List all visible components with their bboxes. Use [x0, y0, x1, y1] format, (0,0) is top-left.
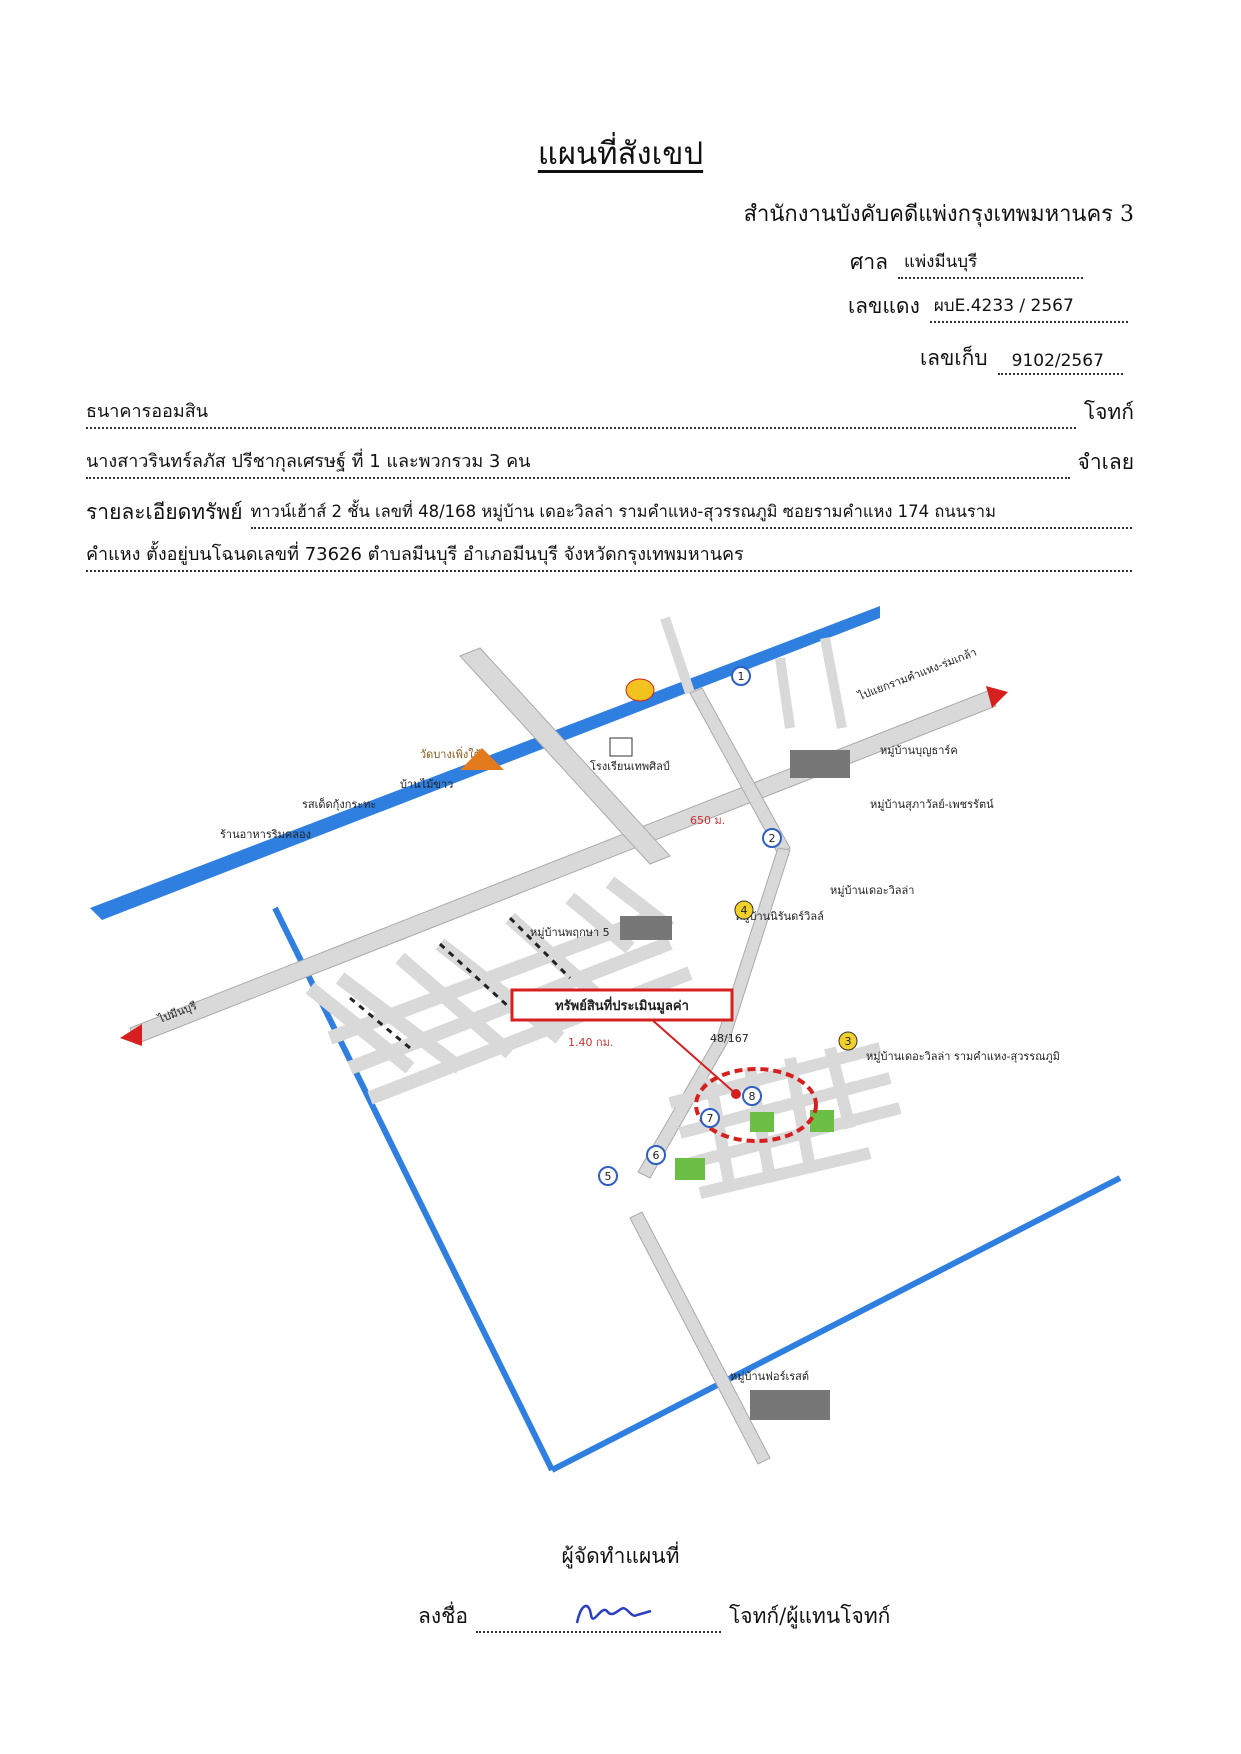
signature-row: ลงชื่อ โจทก์/ผู้แทนโจทก์ [418, 1600, 890, 1633]
property-line-1: ทาวน์เฮ้าส์ 2 ชั้น เลขที่ 48/168 หมู่บ้า… [250, 502, 996, 521]
property-label: ทรัพย์สินที่ประเมินมูลค่า [555, 996, 689, 1014]
property-label-box [510, 988, 734, 1022]
court-row: ศาล แพ่งมีนบุรี [850, 246, 1083, 279]
svg-text:7: 7 [707, 1112, 714, 1125]
document-title: แผนที่สังเขป [537, 136, 704, 172]
property-circle [694, 1067, 818, 1143]
property-line-2: คำแหง ตั้งอยู่บนโฉนดเลขที่ 73626 ตำบลมีน… [86, 544, 744, 565]
arrow-left [120, 1024, 142, 1046]
svg-text:1: 1 [738, 670, 745, 683]
side-road-top [459, 647, 671, 865]
court-label: ศาล [850, 250, 888, 274]
plaintiff-value: ธนาคารออมสิน [86, 401, 208, 422]
storage-field: 9102/2567 [997, 347, 1123, 375]
red-case-value: ผบE.4233 / 2567 [933, 296, 1074, 316]
marker-1: 1 [731, 666, 751, 686]
park-1 [750, 1112, 774, 1132]
school-icon [609, 737, 633, 757]
to-airport-label: ไปแยกรามคำแหง-ร่มเกล้า [855, 646, 978, 704]
map-maker-label: ผู้จัดทำแผนที่ [561, 1544, 680, 1568]
signature-mark [575, 1604, 652, 1624]
unit-label: 48/167 [710, 1032, 749, 1045]
property-field-1: ทาวน์เฮ้าส์ 2 ชั้น เลขที่ 48/168 หมู่บ้า… [250, 501, 1132, 529]
village-4-label: หมู่บ้านเดอะวิลล่า [830, 884, 914, 897]
plaintiff-field: ธนาคารออมสิน [86, 401, 1076, 429]
village-7-icon [750, 1390, 830, 1420]
soi-grid-dash [349, 916, 572, 1050]
red-case-field: ผบE.4233 / 2567 [929, 295, 1128, 323]
soi-174-end [637, 1033, 731, 1179]
property-field-2: คำแหง ตั้งอยู่บนโฉนดเลขที่ 73626 ตำบลมีน… [86, 544, 1132, 572]
property-pointer [649, 1017, 737, 1095]
defendant-row: นางสาวรินทร์ลภัส ปรีชากุลเศรษฐ์ ที่ 1 แล… [86, 446, 1134, 479]
village-1-label: หมู่บ้านบุญธาร์ค [880, 744, 958, 757]
court-field: แพ่งมีนบุรี [898, 251, 1083, 279]
temple-label: วัดบางเพิ่งใต้ [420, 746, 481, 761]
signature-field [476, 1603, 721, 1633]
village-5-label: หมู่บ้านนิรันดร์วิลล์ [735, 910, 824, 923]
storage-row: เลขเก็บ 9102/2567 [920, 342, 1123, 375]
village-3-label: หมู่บ้านพฤกษา 5 [530, 926, 610, 939]
marker-8: 8 [742, 1086, 762, 1106]
marker-3: 3 [838, 1031, 858, 1051]
village-3-icon [620, 916, 672, 940]
park-2 [810, 1110, 834, 1132]
defendant-role: จำเลย [1077, 450, 1134, 474]
south-road [629, 1211, 771, 1465]
red-case-label: เลขแดง [848, 294, 920, 318]
court-value: แพ่งมีนบุรี [904, 252, 978, 272]
village-2-label: หมู่บ้านสุภาวัลย์-เพชรรัตน์ [870, 798, 994, 811]
village-6-label: หมู่บ้านเดอะวิลล่า รามคำแหง-สุวรรณภูมิ [866, 1050, 1060, 1063]
svg-text:5: 5 [605, 1170, 612, 1183]
storage-label: เลขเก็บ [920, 346, 988, 370]
right-soi [660, 616, 847, 729]
property-label: รายละเอียดทรัพย์ [86, 500, 243, 524]
svg-text:3: 3 [845, 1035, 852, 1048]
village-7-label: หมู่บ้านฟอร์เรสต์ [730, 1370, 809, 1383]
village-1-icon [790, 750, 850, 778]
park-3 [675, 1158, 705, 1180]
plaintiff-row: ธนาคารออมสิน โจทก์ [86, 396, 1134, 429]
shop-1-label: บ้านไม้ขาว [400, 778, 453, 791]
marker-7: 7 [700, 1108, 720, 1128]
svg-text:6: 6 [653, 1149, 660, 1162]
signature-label: ลงชื่อ [418, 1604, 468, 1628]
plaintiff-role: โจทก์ [1083, 400, 1134, 424]
location-map: ไปมีนบุรี ไปแยกรามคำแหง-ร่มเกล้า [90, 606, 1122, 1473]
svg-text:2: 2 [769, 832, 776, 845]
property-row: รายละเอียดทรัพย์ ทาวน์เฮ้าส์ 2 ชั้น เลขท… [86, 496, 1132, 529]
defendant-field: นางสาวรินทร์ลภัส ปรีชากุลเศรษฐ์ ที่ 1 แล… [86, 451, 1070, 479]
arrow-right [986, 686, 1008, 708]
shop-2-label: รสเด็ดกุ้งกระทะ [302, 797, 376, 811]
signature-role: โจทก์/ผู้แทนโจทก์ [729, 1604, 891, 1628]
marker-4: 4 [734, 900, 754, 920]
svg-text:4: 4 [741, 904, 748, 917]
canal-bottom [550, 1175, 1122, 1473]
marker-6: 6 [646, 1145, 666, 1165]
svg-text:8: 8 [749, 1090, 756, 1103]
office-name: สำนักงานบังคับคดีแพ่งกรุงเทพมหานคร 3 [743, 202, 1134, 227]
red-case-row: เลขแดง ผบE.4233 / 2567 [848, 290, 1128, 323]
shop-3-label: ร้านอาหารริมคลอง [220, 828, 311, 841]
school-label: โรงเรียนเทพศิลป์ [590, 759, 670, 773]
shell-icon [625, 678, 655, 702]
distance-1: 650 ม. [690, 814, 725, 827]
marker-2: 2 [762, 828, 782, 848]
soi-grid [305, 876, 693, 1105]
storage-value: 9102/2567 [1011, 351, 1104, 371]
distance-2: 1.40 กม. [568, 1036, 613, 1049]
marker-5: 5 [598, 1166, 618, 1186]
defendant-value: นางสาวรินทร์ลภัส ปรีชากุลเศรษฐ์ ที่ 1 แล… [86, 451, 531, 472]
soi-174 [689, 687, 791, 855]
temple-icon [460, 748, 504, 770]
property-row-2: คำแหง ตั้งอยู่บนโฉนดเลขที่ 73626 ตำบลมีน… [86, 544, 1132, 572]
